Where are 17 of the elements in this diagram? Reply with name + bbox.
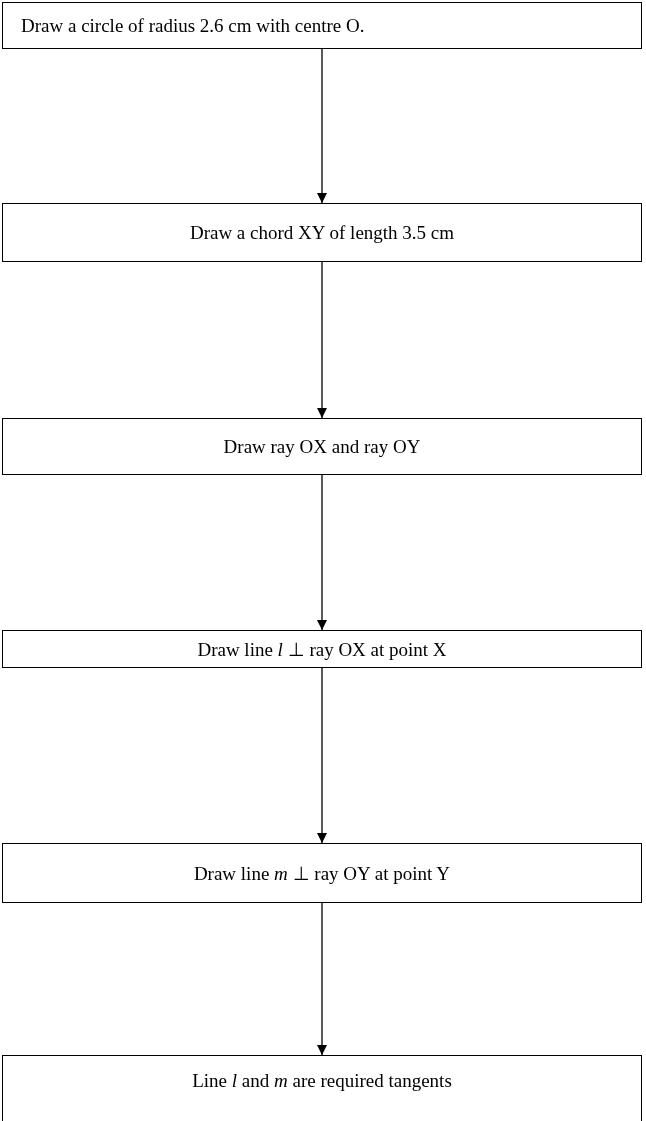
arrow bbox=[317, 48, 327, 204]
process-box bbox=[2, 1055, 642, 1121]
step-text: Draw line m ⊥ ray OY at point Y bbox=[192, 861, 452, 885]
step-text: Draw a chord XY of length 3.5 cm bbox=[188, 221, 456, 244]
process-box bbox=[2, 203, 642, 262]
arrow bbox=[317, 667, 327, 844]
arrow bbox=[317, 261, 327, 419]
step-text: Draw ray OX and ray OY bbox=[222, 435, 422, 458]
process-box bbox=[2, 630, 642, 668]
step-text: Draw a circle of radius 2.6 cm with centre O. bbox=[20, 14, 366, 37]
process-box bbox=[2, 2, 642, 49]
arrow bbox=[317, 474, 327, 631]
arrow bbox=[317, 902, 327, 1056]
step-text: Line l and m are required tangents bbox=[191, 1070, 453, 1092]
step-text: Draw line l ⊥ ray OX at point X bbox=[196, 637, 448, 661]
process-box bbox=[2, 843, 642, 903]
process-box bbox=[2, 418, 642, 475]
